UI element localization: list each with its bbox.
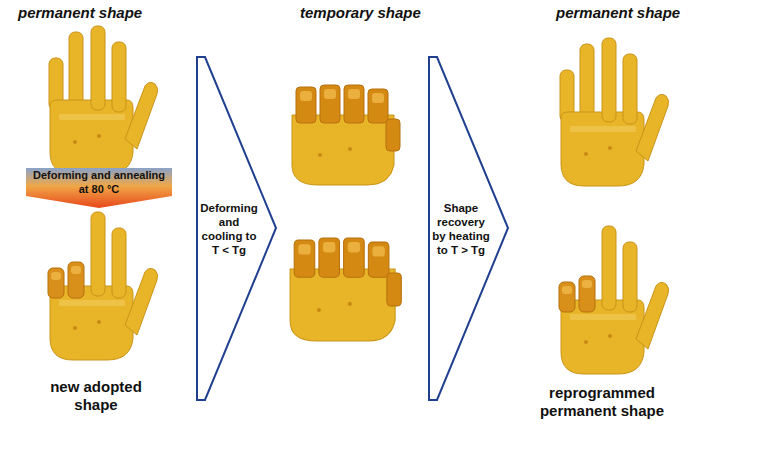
arrow-shape	[197, 57, 276, 400]
process-arrow: Shape recovery by heating to T > Tg	[428, 56, 510, 402]
temporary-hand	[290, 238, 401, 341]
temporary-hand	[292, 85, 400, 185]
process-label: Deforming and cooling to T < Tg	[200, 201, 258, 257]
arrow-outline	[428, 56, 510, 402]
band-shape	[26, 168, 172, 208]
caption-label: permanent shape	[556, 4, 680, 22]
adopted-hand	[48, 212, 158, 360]
arrow-shape	[429, 57, 508, 400]
step-label: Deforming and annealing at 80 °C	[28, 169, 170, 196]
caption-label: permanent shape	[18, 4, 142, 22]
reprogrammed-hand	[559, 226, 669, 374]
arrow-outline	[196, 56, 278, 402]
caption-label: temporary shape	[300, 4, 421, 22]
caption-label: reprogrammed permanent shape	[522, 384, 682, 420]
permanent-hand	[49, 26, 158, 174]
process-label: Shape recovery by heating to T > Tg	[432, 201, 490, 257]
recovered-hand	[560, 38, 669, 186]
process-band: Deforming and annealing at 80 °C	[26, 168, 172, 208]
caption-label: new adopted shape	[38, 378, 154, 414]
process-arrow: Deforming and cooling to T < Tg	[196, 56, 278, 402]
